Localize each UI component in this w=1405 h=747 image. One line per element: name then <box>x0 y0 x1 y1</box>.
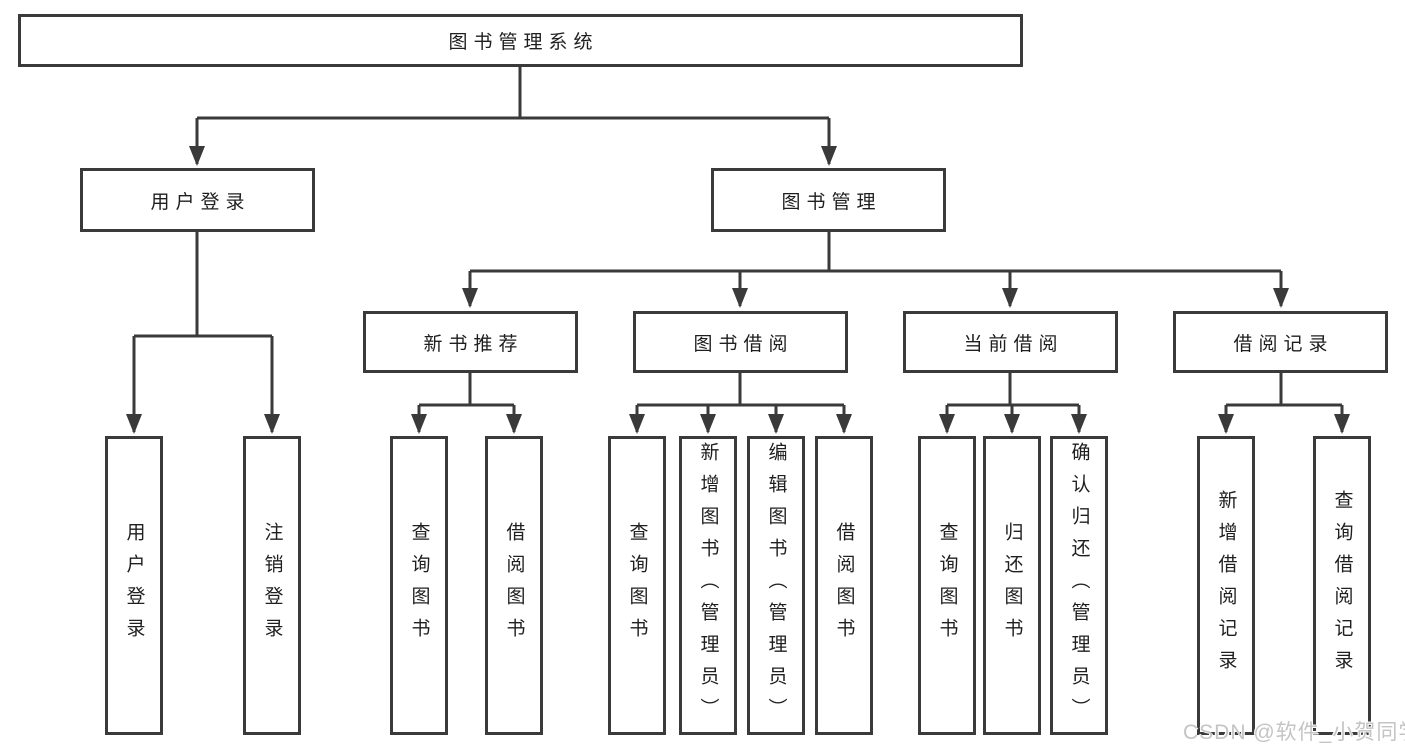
node-label: 新增借阅记录 <box>1215 489 1237 682</box>
node-label: 借阅图书 <box>503 521 525 650</box>
leaf-query-books-1: 查询图书 <box>390 436 448 735</box>
node-label: 图书管理系统 <box>448 32 599 53</box>
node-user-login: 用户登录 <box>80 168 315 232</box>
node-label: 新书推荐 <box>423 333 524 355</box>
leaf-confirm-return-admin: 确认归还（管理员） <box>1050 436 1108 735</box>
node-borrow-records: 借阅记录 <box>1173 311 1388 373</box>
leaf-borrow-books-2: 借阅图书 <box>815 436 873 735</box>
node-library-system: 图书管理系统 <box>18 14 1023 67</box>
node-label: 查询图书 <box>626 521 648 650</box>
node-label: 新增图书（管理员） <box>697 441 719 730</box>
node-label: 用户登录 <box>150 191 251 213</box>
node-current-borrow: 当前借阅 <box>903 311 1118 373</box>
leaf-query-books-2: 查询图书 <box>608 436 666 735</box>
leaf-query-books-3: 查询图书 <box>918 436 976 735</box>
node-label: 借阅记录 <box>1233 333 1334 355</box>
node-label: 查询图书 <box>936 521 958 650</box>
leaf-edit-book-admin: 编辑图书（管理员） <box>747 436 805 735</box>
node-book-borrow: 图书借阅 <box>633 311 848 373</box>
leaf-user-login: 用户登录 <box>105 436 163 735</box>
node-book-management: 图书管理 <box>711 168 946 232</box>
node-label: 注销登录 <box>261 521 283 650</box>
node-label: 借阅图书 <box>833 521 855 650</box>
node-label: 图书借阅 <box>693 333 794 355</box>
leaf-borrow-books-1: 借阅图书 <box>485 436 543 735</box>
node-label: 查询图书 <box>408 521 430 650</box>
node-label: 编辑图书（管理员） <box>765 441 787 730</box>
node-label: 确认归还（管理员） <box>1068 441 1090 730</box>
watermark: CSDN @软件_小贺同学 <box>1183 721 1405 744</box>
leaf-add-book-admin: 新增图书（管理员） <box>679 436 737 735</box>
leaf-add-borrow-record: 新增借阅记录 <box>1197 436 1255 735</box>
leaf-logout: 注销登录 <box>243 436 301 735</box>
node-label: 图书管理 <box>781 191 882 213</box>
node-label: 用户登录 <box>123 521 145 650</box>
node-label: 归还图书 <box>1001 521 1023 650</box>
node-label: 查询借阅记录 <box>1331 489 1353 682</box>
node-new-book-recommend: 新书推荐 <box>363 311 578 373</box>
leaf-return-book: 归还图书 <box>983 436 1041 735</box>
node-label: 当前借阅 <box>963 333 1064 355</box>
leaf-query-borrow-record: 查询借阅记录 <box>1313 436 1371 735</box>
